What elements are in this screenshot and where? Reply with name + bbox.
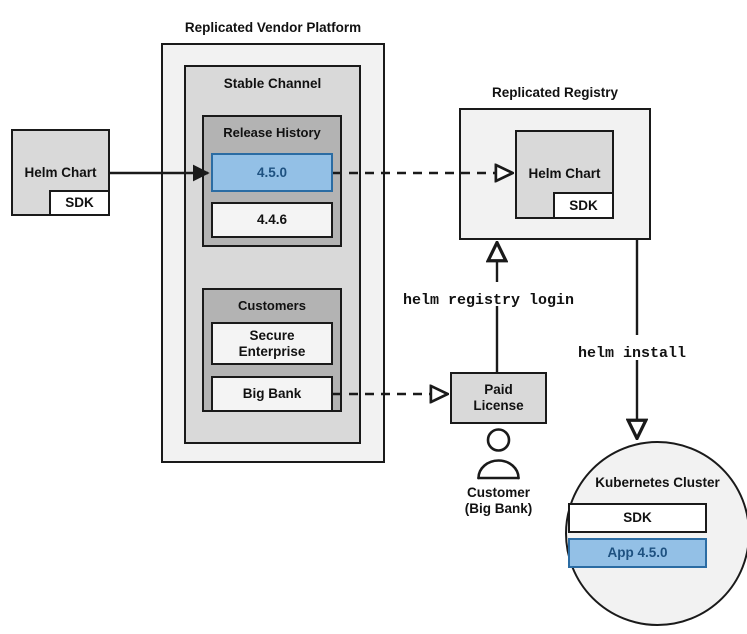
helm-install-label: helm install xyxy=(578,345,687,362)
source-sdk-box[interactable]: SDK xyxy=(49,190,110,216)
paid-license-line1: Paid xyxy=(484,382,513,398)
registry-sdk-box[interactable]: SDK xyxy=(553,192,614,219)
customer-actor-line2: (Big Bank) xyxy=(464,501,533,517)
release-history-label: Release History xyxy=(223,125,321,140)
cluster-component-label: App 4.5.0 xyxy=(607,545,668,561)
registry-helm-chart-label: Helm Chart xyxy=(528,166,601,181)
release-item-4-4-6[interactable]: 4.4.6 xyxy=(211,202,333,238)
customers-label: Customers xyxy=(238,298,306,313)
customer-item-secure-enterprise[interactable]: Secure Enterprise xyxy=(211,322,333,365)
customer-actor-line1: Customer xyxy=(466,485,530,500)
customer-name-line1: Big Bank xyxy=(242,386,302,402)
customer-name-line2: Enterprise xyxy=(238,343,306,359)
release-item-4-5-0[interactable]: 4.5.0 xyxy=(211,153,333,192)
stable-channel-label: Stable Channel xyxy=(223,76,322,91)
source-helm-chart-label: Helm Chart xyxy=(24,165,97,180)
paid-license-line2: License xyxy=(473,398,524,413)
cluster-component-sdk[interactable]: SDK xyxy=(568,503,707,533)
customer-actor-caption: Customer (Big Bank) xyxy=(430,485,567,517)
helm-registry-login-label: helm registry login xyxy=(403,292,575,309)
release-version-label: 4.4.6 xyxy=(256,212,288,228)
customer-item-big-bank[interactable]: Big Bank xyxy=(211,376,333,412)
registry-title: Replicated Registry xyxy=(491,85,619,100)
customer-avatar xyxy=(470,428,527,480)
kubernetes-cluster-label: Kubernetes Cluster xyxy=(595,475,720,490)
cluster-component-app[interactable]: App 4.5.0 xyxy=(568,538,707,568)
kubernetes-cluster-circle xyxy=(565,441,747,626)
cluster-component-label: SDK xyxy=(623,510,652,526)
customer-name-line1: Secure xyxy=(249,327,295,343)
registry-sdk-label: SDK xyxy=(569,197,598,213)
release-version-label: 4.5.0 xyxy=(256,164,288,180)
source-sdk-label: SDK xyxy=(65,195,94,211)
person-icon xyxy=(477,428,520,480)
paid-license-box[interactable]: Paid License xyxy=(450,372,547,424)
platform-title: Replicated Vendor Platform xyxy=(184,20,362,35)
